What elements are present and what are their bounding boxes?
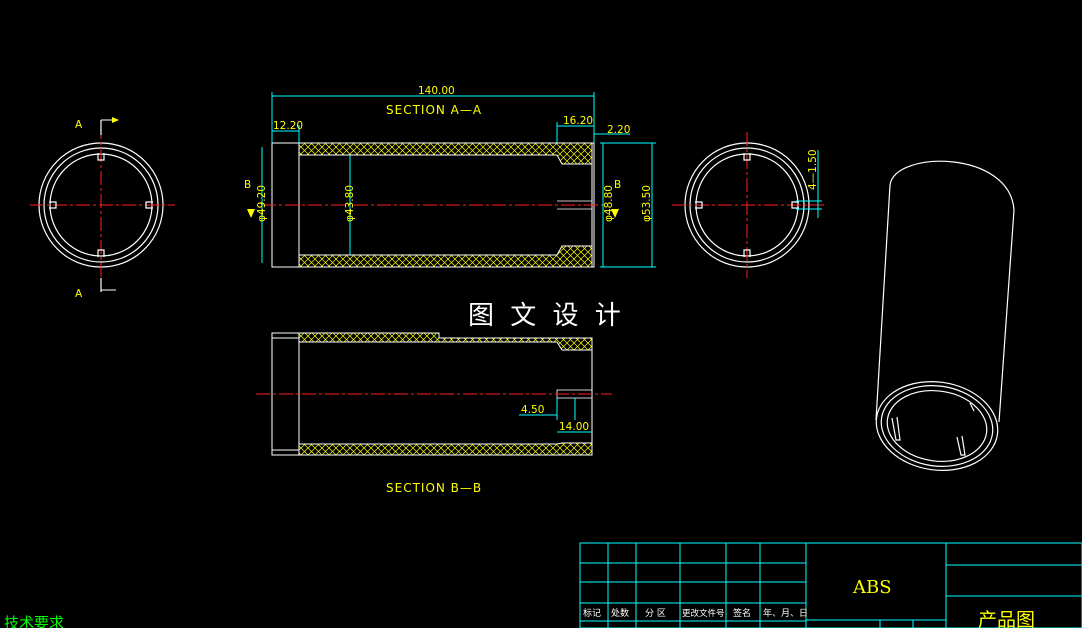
- dim-slot-depth: 4.50: [521, 404, 544, 416]
- section-b-b-view: 4.50 14.00 SECTION B—B: [256, 332, 612, 495]
- cut-label-a-bottom: A: [75, 288, 83, 300]
- right-end-view: 4—1.50: [672, 132, 825, 278]
- cut-label-b-left: B: [244, 179, 251, 191]
- title-block: 标记 处数 分 区 更改文件号 签名 年、月、日 ABS 产品图: [579, 542, 1082, 628]
- title-block-header-5: 年、月、日: [763, 607, 808, 619]
- tech-requirements-heading: 技术要求: [4, 614, 64, 628]
- section-a-a-label: SECTION A—A: [386, 103, 482, 117]
- dim-dia-outer-left: φ49.20: [256, 185, 268, 222]
- material-label: ABS: [852, 577, 892, 598]
- watermark-text: 图 文 设 计: [468, 301, 625, 331]
- left-end-view: A A: [30, 117, 175, 300]
- dim-dia-right-inner: φ48.80: [603, 185, 615, 222]
- dim-left-step: 12.20: [273, 120, 303, 132]
- title-block-header-3: 更改文件号: [682, 608, 725, 619]
- title-block-header-4: 签名: [733, 607, 751, 619]
- title-block-header-2: 分 区: [645, 608, 666, 619]
- dim-overall-length: 140.00: [418, 85, 455, 97]
- dim-dia-inner: φ43.80: [344, 185, 356, 222]
- dim-right-gap: 2.20: [607, 124, 630, 136]
- drawing-title: 产品图: [978, 609, 1035, 628]
- dim-slot-width: 4—1.50: [807, 149, 819, 190]
- section-a-a-view: SECTION A—A 140.00 12.20 16.20 2.20 φ49.…: [244, 85, 656, 268]
- title-block-header-0: 标记: [583, 607, 601, 619]
- dim-dia-outer: φ53.50: [641, 185, 653, 222]
- title-block-header-1: 处数: [611, 607, 629, 619]
- cut-label-b-right: B: [614, 179, 621, 191]
- dim-slot-length: 14.00: [559, 421, 589, 433]
- isometric-view: [875, 160, 1015, 471]
- section-b-b-label: SECTION B—B: [386, 481, 482, 495]
- dim-right-step: 16.20: [563, 115, 593, 127]
- cut-label-a-top: A: [75, 119, 83, 131]
